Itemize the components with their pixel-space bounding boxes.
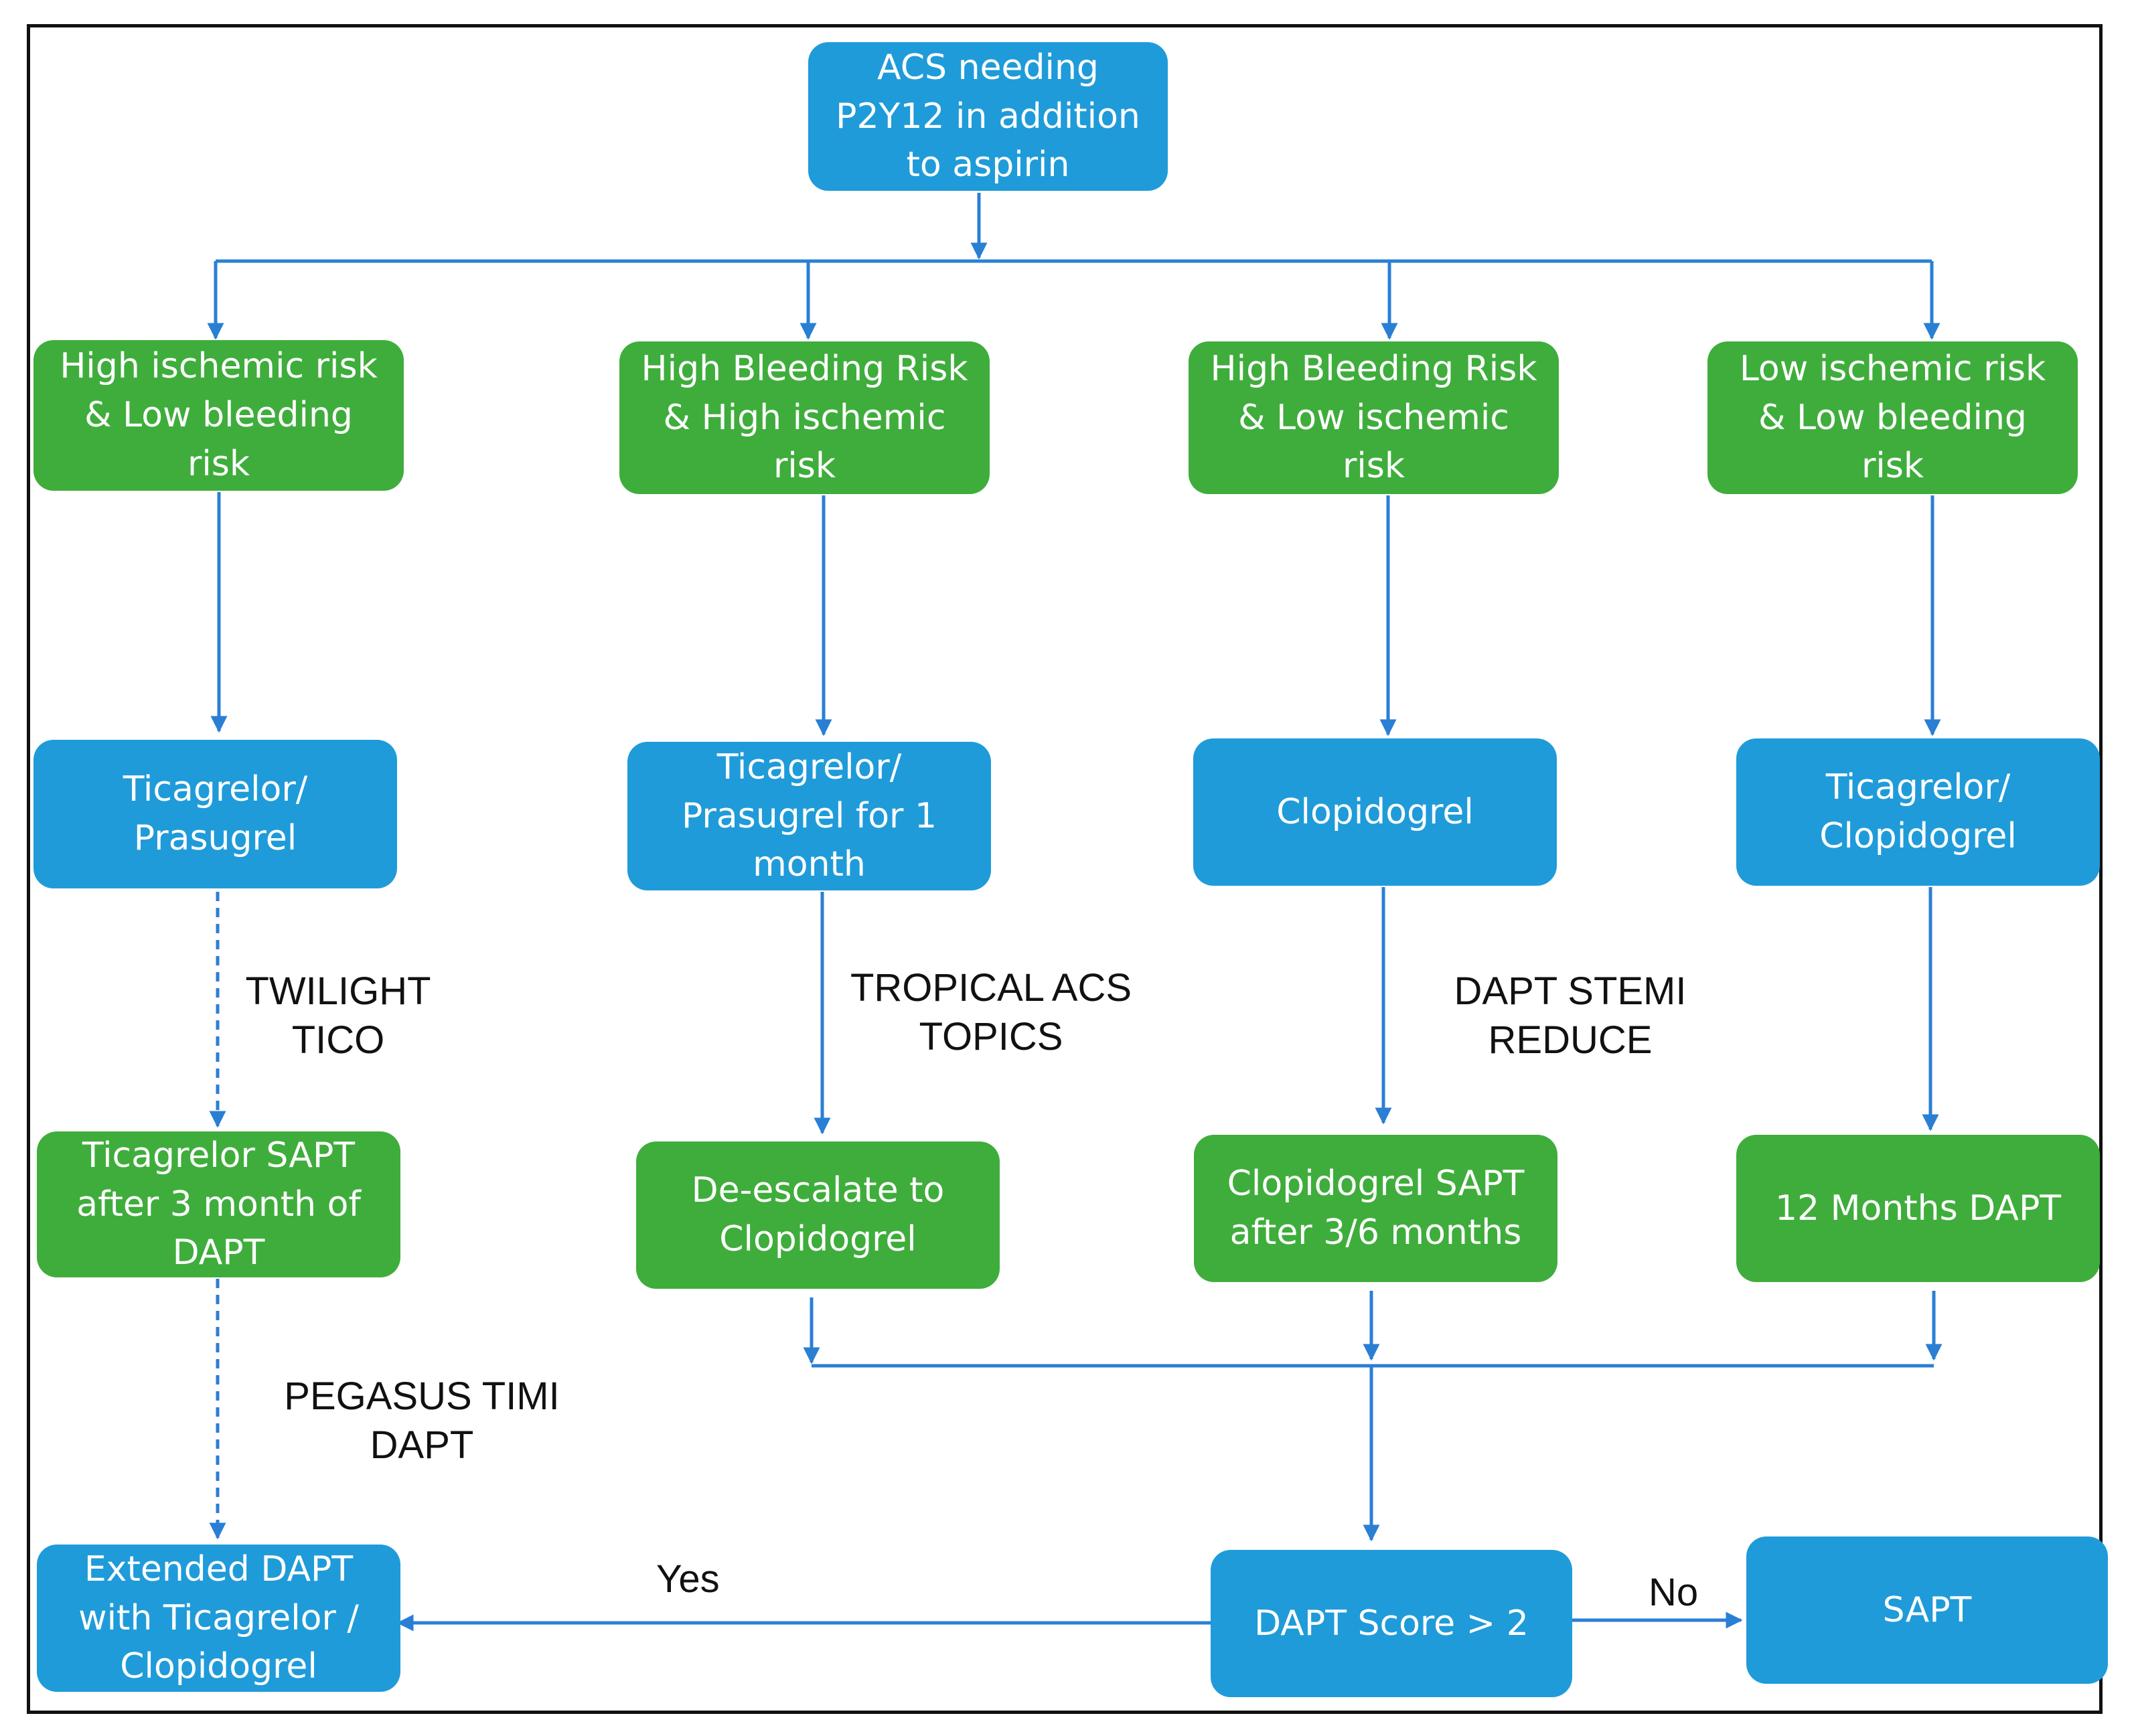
trial-label-twilight-tico: TWILIGHT TICO xyxy=(245,969,431,1062)
risk-box-high-ischemic-low-bleeding: High ischemic risk & Low bleeding risk xyxy=(33,340,404,491)
risk-box-low-ischemic-low-bleeding: Low ischemic risk & Low bleeding risk xyxy=(1707,341,2078,494)
trial-label-tropical-topics: TROPICAL ACS TOPICS xyxy=(850,966,1132,1058)
drug-box-ticagrelor-clopidogrel: Ticagrelor/ Clopidogrel xyxy=(1736,738,2100,886)
dapt-score-decision-box: DAPT Score > 2 xyxy=(1211,1550,1572,1697)
risk-box-high-bleeding-high-ischemic: High Bleeding Risk & High ischemic risk xyxy=(619,341,990,494)
step-box-12-months-dapt: 12 Months DAPT xyxy=(1736,1135,2100,1282)
risk-box-high-bleeding-low-ischemic: High Bleeding Risk & Low ischemic risk xyxy=(1189,341,1559,494)
sapt-box: SAPT xyxy=(1746,1536,2108,1684)
step-box-deescalate-clopidogrel: De-escalate to Clopidogrel xyxy=(636,1141,1000,1289)
figure-border xyxy=(27,24,2103,1714)
extended-dapt-box: Extended DAPT with Ticagrelor / Clopidog… xyxy=(37,1545,400,1692)
drug-box-ticagrelor-prasugrel-1-month: Ticagrelor/ Prasugrel for 1 month xyxy=(627,742,991,890)
trial-label-dapt-stemi-reduce: DAPT STEMI REDUCE xyxy=(1454,969,1687,1062)
edge-label-yes: Yes xyxy=(656,1557,720,1601)
step-box-clopidogrel-sapt: Clopidogrel SAPT after 3/6 months xyxy=(1194,1135,1557,1282)
drug-box-ticagrelor-prasugrel: Ticagrelor/ Prasugrel xyxy=(33,740,397,888)
drug-box-clopidogrel: Clopidogrel xyxy=(1193,738,1557,886)
trial-label-pegasus-dapt: PEGASUS TIMI DAPT xyxy=(284,1374,560,1467)
step-box-ticagrelor-sapt: Ticagrelor SAPT after 3 month of DAPT xyxy=(37,1131,400,1277)
edge-label-no: No xyxy=(1649,1571,1699,1614)
acs-start-box: ACS needing P2Y12 in addition to aspirin xyxy=(808,42,1168,191)
